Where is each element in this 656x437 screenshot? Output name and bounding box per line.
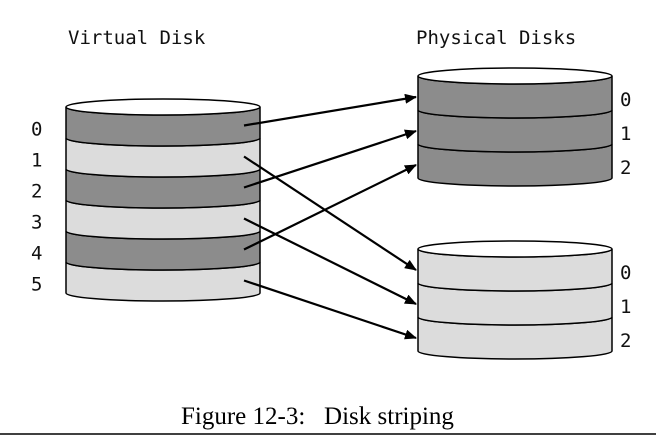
mapping-arrow-4 bbox=[243, 164, 417, 251]
block-number-label: 1 bbox=[620, 123, 631, 145]
mapping-arrow-3 bbox=[243, 217, 417, 305]
block-number-label: 2 bbox=[620, 330, 631, 352]
block-number-label: 2 bbox=[620, 157, 631, 179]
physical-disks-title: Physical Disks bbox=[416, 27, 576, 49]
mapping-arrow-1 bbox=[243, 155, 417, 271]
mapping-arrow-2 bbox=[243, 129, 417, 189]
cylinder-top-cap bbox=[417, 240, 613, 258]
block-number-label: 4 bbox=[31, 243, 42, 265]
virtual-disk-cylinder: 0 1 2 3 4 5 bbox=[31, 98, 261, 302]
block-number-label: 3 bbox=[31, 212, 42, 234]
cylinder-top-cap bbox=[417, 67, 613, 85]
virtual-disk-title: Virtual Disk bbox=[68, 27, 206, 49]
physical-disk-2-cylinder: 0 1 2 bbox=[417, 240, 631, 360]
block-number-label: 1 bbox=[31, 150, 42, 172]
mapping-arrow-5 bbox=[243, 279, 417, 340]
physical-disk-1-cylinder: 0 1 2 bbox=[417, 67, 631, 187]
mapping-arrows bbox=[243, 93, 417, 340]
block-number-label: 0 bbox=[620, 262, 631, 284]
mapping-arrow-0 bbox=[243, 93, 417, 127]
block-number-label: 2 bbox=[31, 181, 42, 203]
block-number-label: 5 bbox=[31, 274, 42, 296]
figure-caption: Figure 12-3: Disk striping bbox=[181, 403, 454, 430]
cylinder-top-cap bbox=[65, 98, 261, 116]
block-number-label: 0 bbox=[620, 89, 631, 111]
block-number-label: 0 bbox=[31, 119, 42, 141]
block-number-label: 1 bbox=[620, 296, 631, 318]
